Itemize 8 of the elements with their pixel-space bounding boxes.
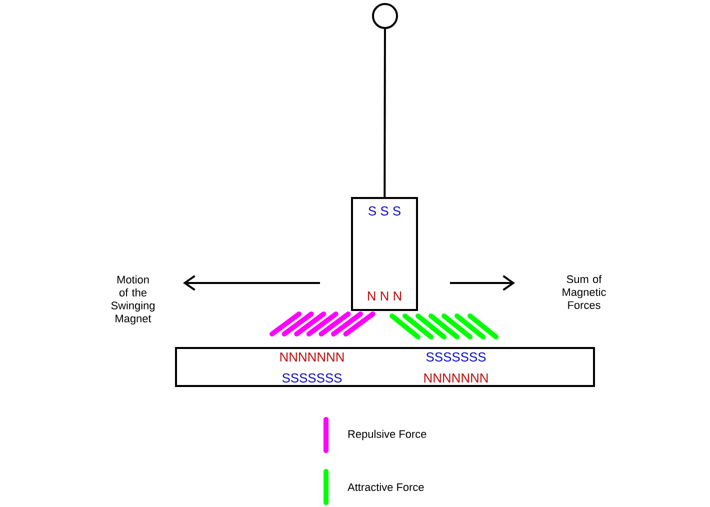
magnet-bar: NNNNNNN SSSSSSS SSSSSSS NNNNNNN <box>175 347 595 387</box>
suspension-line <box>384 29 386 197</box>
legend-text: Repulsive Force <box>348 430 426 440</box>
legend-text: Attractive Force <box>348 482 424 492</box>
magnet-box: S S S N N N <box>351 197 418 311</box>
label-text: Motion of the Swinging Magnet <box>111 275 155 325</box>
pivot-circle <box>372 3 398 29</box>
label-text: Sum of Magnetic Forces <box>562 275 606 309</box>
